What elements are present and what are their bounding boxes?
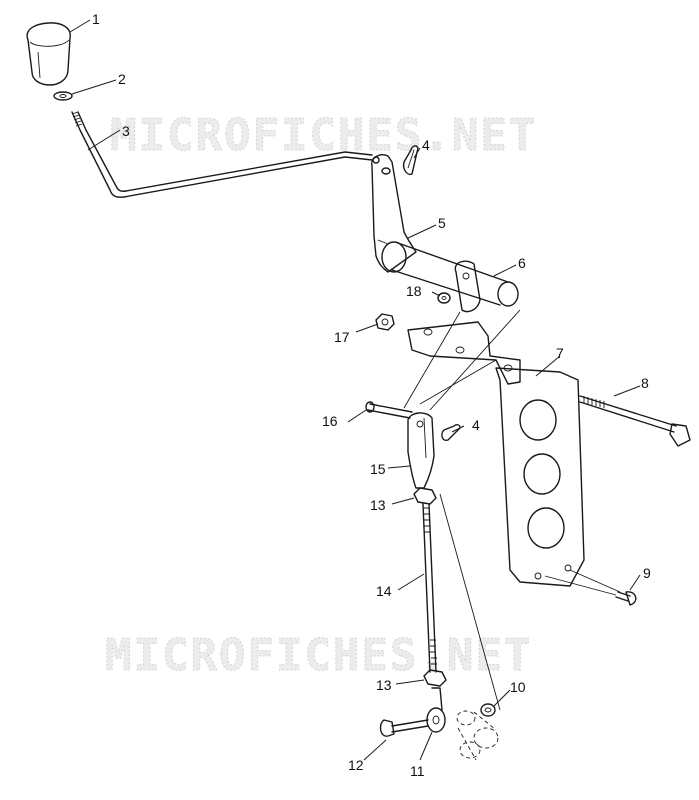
callout-4-top: 4 xyxy=(422,137,430,153)
callout-15: 15 xyxy=(370,461,386,477)
cotter-pin-top xyxy=(402,145,419,176)
callout-7: 7 xyxy=(556,345,564,361)
callout-13-lower: 13 xyxy=(376,677,392,693)
callout-9: 9 xyxy=(643,565,651,581)
threaded-rod xyxy=(422,503,437,673)
washer-18 xyxy=(437,292,451,304)
callout-12: 12 xyxy=(348,757,364,773)
watermark-top: MICROFICHES.NET xyxy=(110,110,537,161)
cotter-pin-lower xyxy=(441,424,461,442)
jam-nut-upper xyxy=(413,487,437,505)
clevis xyxy=(407,412,435,489)
shift-shaft xyxy=(391,242,519,313)
callout-5: 5 xyxy=(438,215,446,231)
watermark-bottom: MICROFICHES.NET xyxy=(105,630,532,681)
nut-17 xyxy=(375,313,395,331)
rod-end xyxy=(426,687,446,733)
nut-10 xyxy=(480,703,496,717)
callouts: 1 2 3 4 5 6 7 8 9 10 11 12 13 14 15 16 1… xyxy=(92,11,651,779)
screw-9 xyxy=(615,591,637,606)
callout-11: 11 xyxy=(410,763,425,779)
shift-arm xyxy=(371,154,417,273)
bolt-8 xyxy=(579,395,691,447)
centre-lines xyxy=(403,309,621,711)
clevis-pin xyxy=(365,401,413,419)
callout-1: 1 xyxy=(92,11,100,27)
callout-17: 17 xyxy=(334,329,350,345)
callout-14: 14 xyxy=(376,583,392,599)
callout-4-lower: 4 xyxy=(472,417,480,433)
callout-8: 8 xyxy=(641,375,649,391)
mount-bracket xyxy=(407,321,521,385)
callout-6: 6 xyxy=(518,255,526,271)
shift-knob xyxy=(26,22,71,86)
leader-lines xyxy=(69,19,641,761)
jam-nut-lower xyxy=(423,669,447,687)
bolt-12 xyxy=(379,719,429,737)
callout-2: 2 xyxy=(118,71,126,87)
callout-3: 3 xyxy=(122,123,130,139)
ghost-linkage xyxy=(456,710,499,761)
callout-16: 16 xyxy=(322,413,338,429)
washer-2 xyxy=(53,91,73,101)
callout-18: 18 xyxy=(406,283,422,299)
callout-10: 10 xyxy=(510,679,526,695)
mounting-plate xyxy=(495,367,585,587)
callout-13-upper: 13 xyxy=(370,497,386,513)
